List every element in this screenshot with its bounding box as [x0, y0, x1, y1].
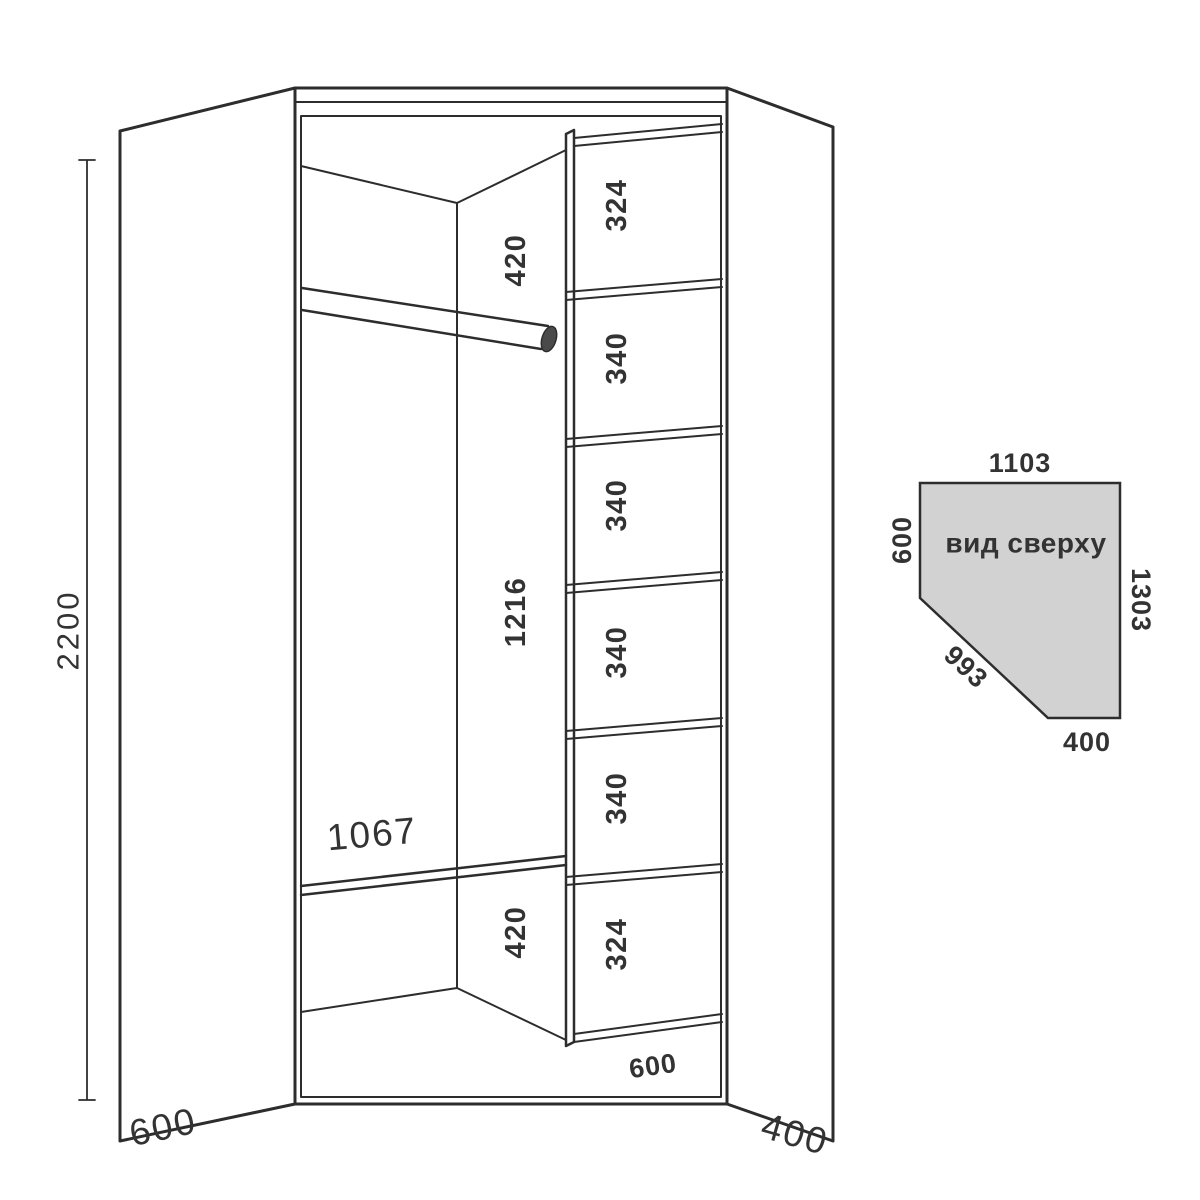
- topview-dim-bottom: 400: [1063, 727, 1111, 757]
- dim-bottom-gap: 420: [500, 906, 532, 959]
- front-frame-inner: [294, 101, 728, 1098]
- bottom-shelf: [299, 854, 568, 897]
- topview-outline: [918, 481, 1122, 720]
- front-view: 2200 600 400 1067 420 1216 420 324 340 3…: [51, 86, 835, 1163]
- dim-shelf-cell-5: 340: [601, 772, 633, 825]
- cabinet-outline: [118, 86, 835, 1143]
- shelf-column-divider: [564, 128, 576, 1048]
- topview-caption: вид сверху: [945, 528, 1106, 559]
- dim-column-depth: 600: [627, 1048, 679, 1084]
- top-view: вид сверху 1103 600 1303 993 400: [887, 448, 1156, 757]
- dim-shelf-cell-1: 324: [601, 179, 633, 232]
- dim-shelf-width: 1067: [325, 810, 419, 859]
- dim-left-depth: 600: [126, 1100, 201, 1154]
- hanging-rod: [300, 286, 550, 351]
- rod-end-cap: [540, 325, 558, 353]
- dim-top-gap: 420: [500, 234, 532, 287]
- dim-shelf-cell-4: 340: [601, 626, 633, 679]
- dim-shelf-cell-2: 340: [601, 332, 633, 385]
- dim-shelf-cell-3: 340: [601, 479, 633, 532]
- height-dimension-line: [78, 159, 96, 1101]
- dim-right-depth: 400: [757, 1105, 833, 1163]
- dim-overall-height: 2200: [51, 590, 86, 671]
- dim-shelf-cell-6: 324: [601, 918, 633, 971]
- topview-dim-right: 1303: [1126, 568, 1156, 632]
- dim-middle-gap: 1216: [500, 577, 532, 648]
- interior-corner-lines: [300, 149, 567, 1041]
- topview-dim-left: 600: [887, 516, 917, 564]
- column-shelves: [565, 123, 723, 1043]
- topview-dim-top: 1103: [989, 448, 1052, 478]
